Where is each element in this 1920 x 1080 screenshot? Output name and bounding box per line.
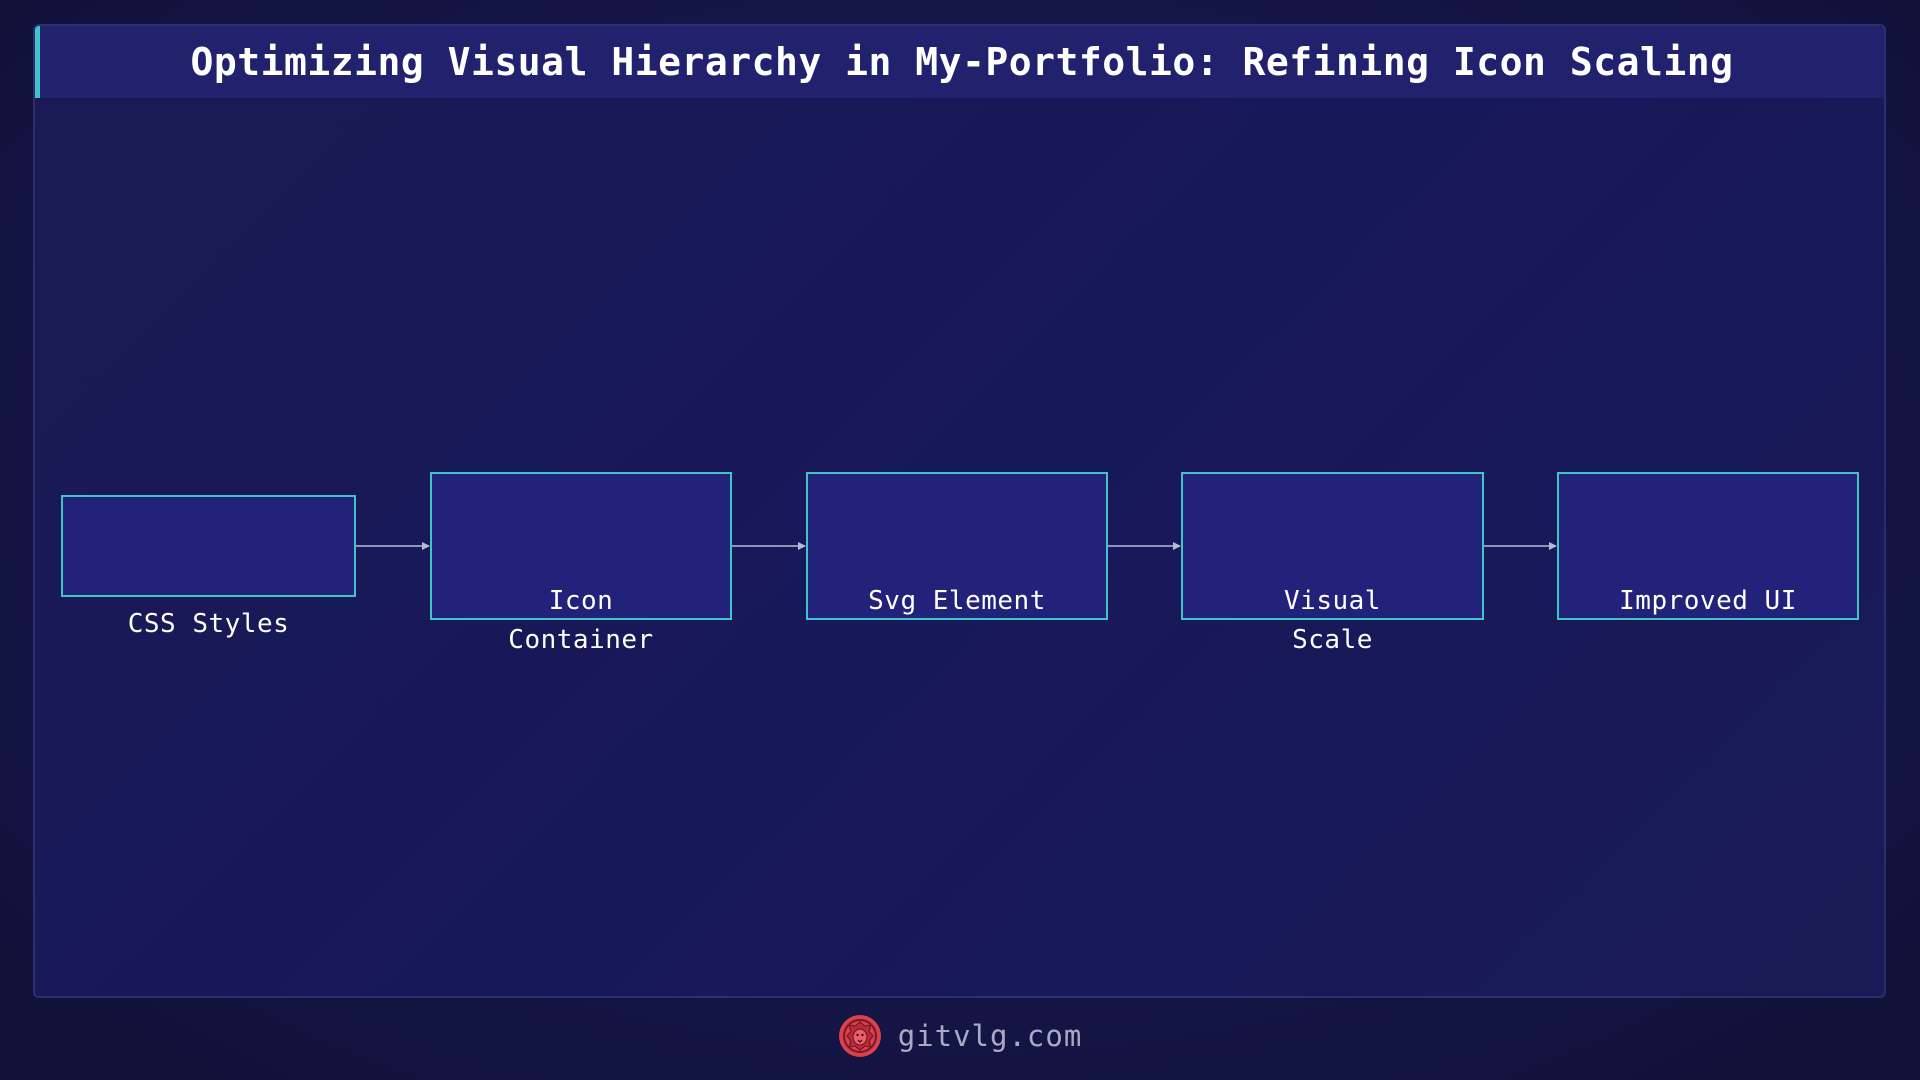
site-url[interactable]: gitvlg.com [897,1019,1083,1053]
title-bar: Optimizing Visual Hierarchy in My-Portfo… [35,26,1884,98]
node-label: Svg Element [868,586,1046,616]
footer: gitvlg.com [0,1010,1920,1062]
node-label: Icon Container [508,586,654,655]
node-visual-scale: Visual Scale [1181,472,1484,655]
node-label: CSS Styles [127,609,290,639]
page-title: Optimizing Visual Hierarchy in My-Portfo… [190,40,1734,84]
node-svg-element: Svg Element [806,472,1108,620]
node-improved-ui: Improved UI [1557,472,1859,620]
node-css-styles: CSS Styles [61,495,356,639]
node-icon-container: Icon Container [430,472,732,655]
node-label: Improved UI [1619,586,1797,616]
node-label: Visual Scale [1284,586,1381,655]
lion-logo-icon [838,1015,881,1057]
